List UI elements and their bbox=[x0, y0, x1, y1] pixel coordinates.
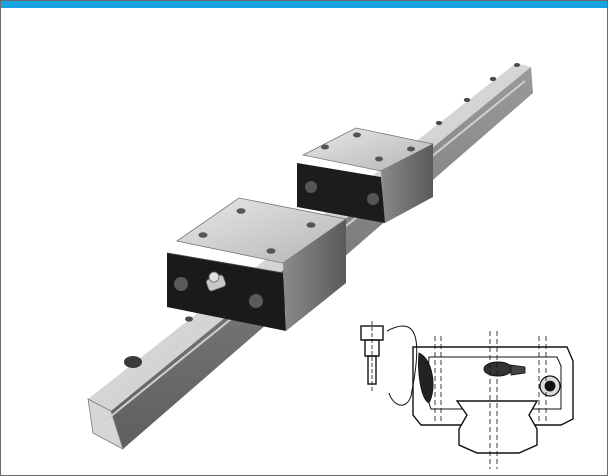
carriage-block-icon bbox=[297, 127, 435, 223]
cross-section-drawing-icon bbox=[360, 321, 574, 469]
grease-nipple-icon bbox=[205, 271, 227, 292]
product-photo bbox=[1, 8, 607, 475]
carriage-block-icon bbox=[166, 197, 348, 331]
top-accent-bar bbox=[1, 1, 607, 8]
